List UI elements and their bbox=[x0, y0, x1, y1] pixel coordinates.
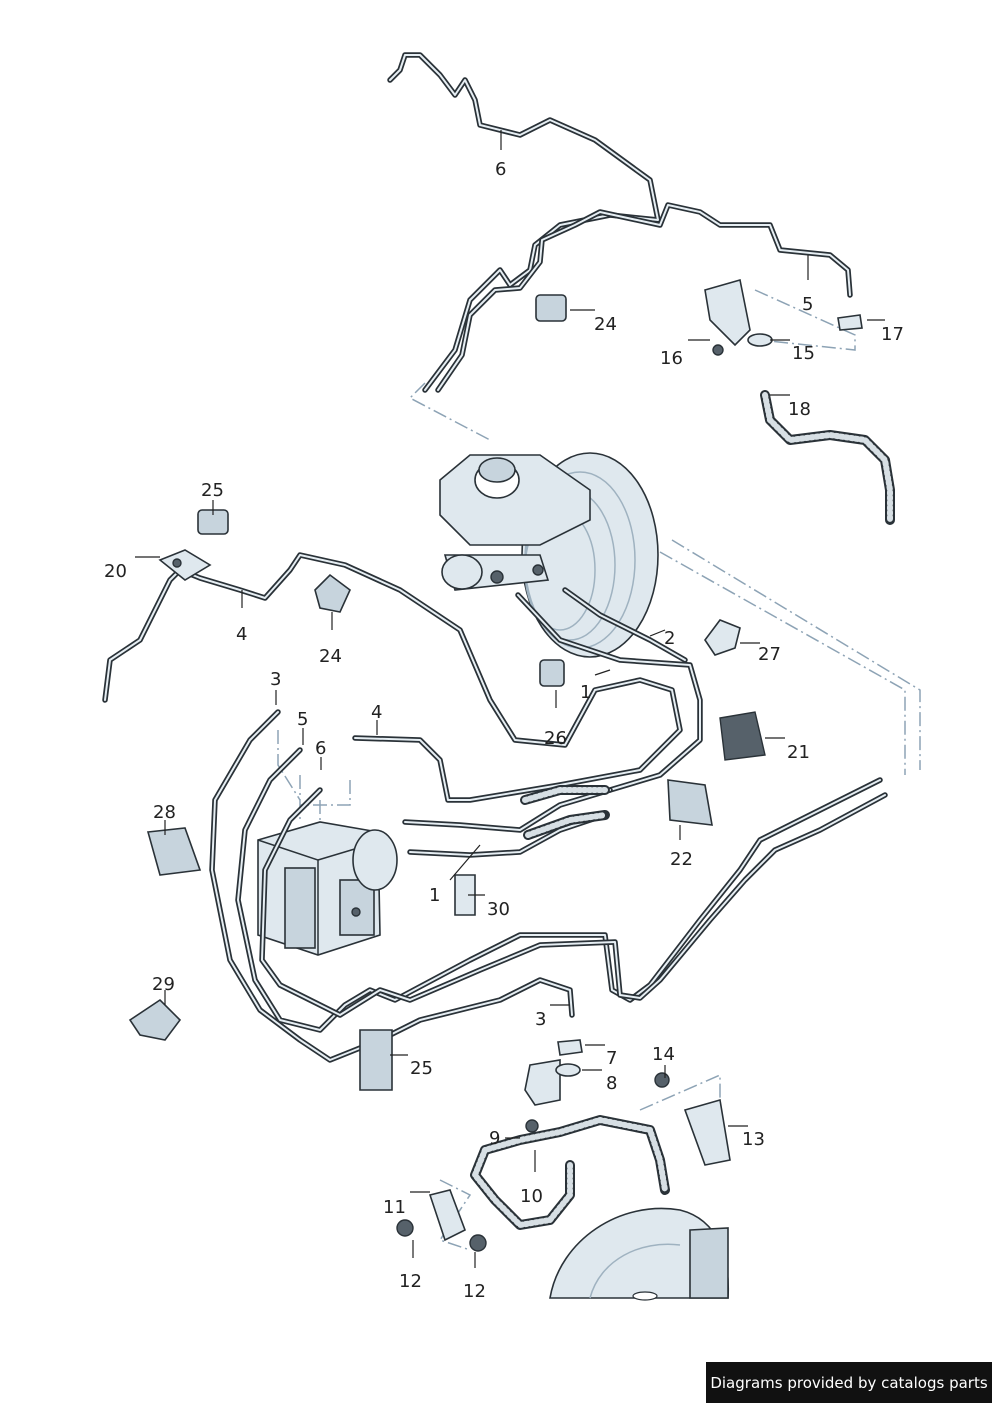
callout-11: 11 bbox=[383, 1197, 406, 1218]
callout-21: 21 bbox=[787, 742, 810, 763]
callout-3: 3 bbox=[535, 1009, 546, 1030]
callout-6: 6 bbox=[495, 159, 506, 180]
callout-28: 28 bbox=[153, 802, 176, 823]
callout-25: 25 bbox=[410, 1058, 433, 1079]
part-callouts: 6 5 24 17 16 15 18 25 20 4 24 2 27 1 26 … bbox=[104, 159, 904, 1302]
brake-pipes bbox=[102, 52, 888, 1063]
callout-18: 18 bbox=[788, 399, 811, 420]
small-parts bbox=[128, 278, 863, 1252]
brake-disc bbox=[549, 1207, 730, 1301]
callout-26: 26 bbox=[544, 728, 567, 749]
catalog-credit-banner: Diagrams provided by catalogs parts bbox=[706, 1362, 992, 1403]
callout-4: 4 bbox=[236, 624, 247, 645]
callout-30: 30 bbox=[487, 899, 510, 920]
callout-23: 24 bbox=[319, 646, 342, 667]
callout-8: 8 bbox=[606, 1073, 617, 1094]
callout-1: 1 bbox=[429, 885, 440, 906]
callout-20: 20 bbox=[104, 561, 127, 582]
callout-9: 9 bbox=[489, 1128, 500, 1149]
leader-lines bbox=[135, 130, 885, 1268]
brake-hoses bbox=[470, 390, 895, 1230]
callout-5: 5 bbox=[802, 294, 813, 315]
callout-12: 12 bbox=[399, 1271, 422, 1292]
callout-10: 10 bbox=[520, 1186, 543, 1207]
callout-17: 17 bbox=[881, 324, 904, 345]
callout-24: 25 bbox=[201, 480, 224, 501]
callout-29: 29 bbox=[152, 974, 175, 995]
callout-27: 27 bbox=[758, 644, 781, 665]
callout-16: 16 bbox=[660, 348, 683, 369]
callout-13: 13 bbox=[742, 1129, 765, 1150]
catalog-credit-text: Diagrams provided by catalogs parts bbox=[710, 1373, 988, 1392]
callout-24: 24 bbox=[594, 314, 617, 335]
abs-hydraulic-unit bbox=[257, 821, 398, 956]
callout-22: 22 bbox=[670, 849, 693, 870]
callout-3: 3 bbox=[270, 669, 281, 690]
callout-2: 2 bbox=[664, 628, 675, 649]
callout-12: 12 bbox=[463, 1281, 486, 1302]
callout-14: 14 bbox=[652, 1044, 675, 1065]
callout-5: 5 bbox=[297, 709, 308, 730]
callout-4: 4 bbox=[371, 702, 382, 723]
callout-15: 15 bbox=[792, 343, 815, 364]
callout-7: 7 bbox=[606, 1048, 617, 1069]
callout-1: 1 bbox=[580, 682, 591, 703]
callout-6: 6 bbox=[315, 738, 326, 759]
